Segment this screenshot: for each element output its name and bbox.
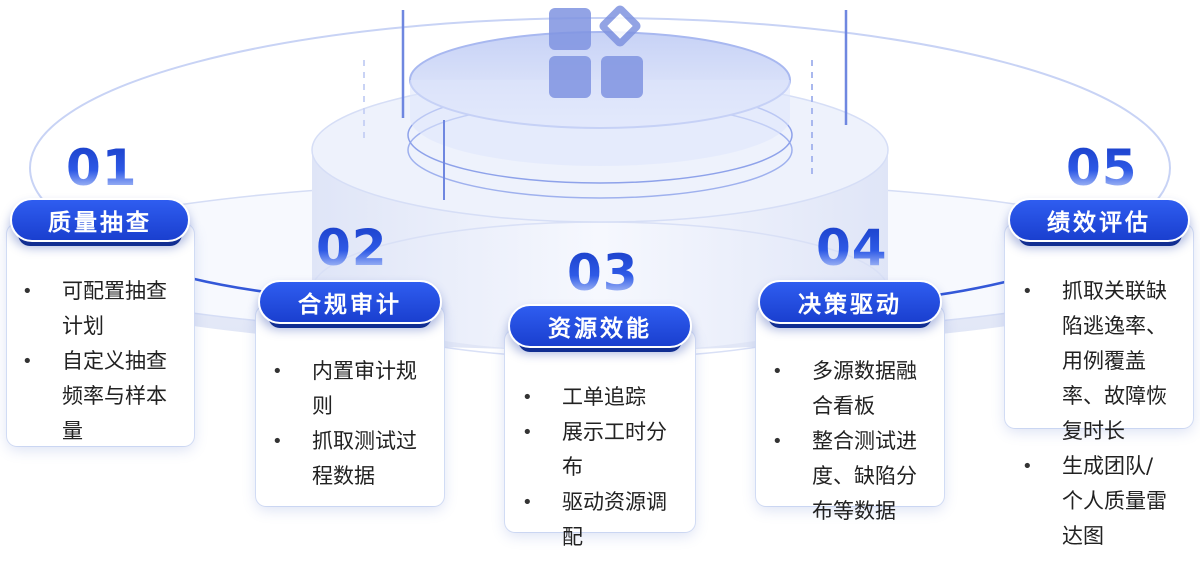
step-title-pill-04: 决策驱动 [758,280,942,324]
logo-square-bottom-right [601,56,643,98]
step-number-03: 03 [567,244,639,302]
step-bullets-04: 多源数据融合看板 整合测试进度、缺陷分布等数据 [772,354,922,529]
step-title-02: 合规审计 [298,292,402,318]
step-number-04: 04 [816,219,888,277]
step-title-pill-05: 绩效评估 [1008,198,1190,242]
logo-square-bottom-left [549,56,591,98]
step-bullets-01: 可配置抽查计划 自定义抽查频率与样本量 [22,274,174,449]
floating-disc-side [410,80,790,166]
step-number-01: 01 [66,139,138,197]
step-title-03: 资源效能 [548,316,652,342]
bullet-02-2: 抓取测试过程数据 [272,424,422,494]
logo-square-top-left [549,8,591,50]
bullet-03-3: 驱动资源调配 [522,485,672,555]
bullet-05-1: 抓取关联缺陷逃逸率、用例覆盖率、故障恢复时长 [1022,274,1172,449]
step-title-pill-03: 资源效能 [508,304,692,348]
step-number-02: 02 [316,219,388,277]
step-title-04: 决策驱动 [798,292,902,318]
bullet-03-2: 展示工时分布 [522,415,672,485]
step-title-05: 绩效评估 [1047,210,1151,236]
bullet-01-2: 自定义抽查频率与样本量 [22,344,174,449]
step-title-01: 质量抽查 [48,210,152,236]
bullet-04-1: 多源数据融合看板 [772,354,922,424]
step-title-pill-02: 合规审计 [258,280,442,324]
bullet-03-1: 工单追踪 [522,380,672,415]
step-bullets-03: 工单追踪 展示工时分布 驱动资源调配 [522,380,672,555]
bullet-04-2: 整合测试进度、缺陷分布等数据 [772,424,922,529]
bullet-01-1: 可配置抽查计划 [22,274,174,344]
step-title-pill-01: 质量抽查 [10,198,190,242]
step-bullets-05: 抓取关联缺陷逃逸率、用例覆盖率、故障恢复时长 生成团队/个人质量雷达图 [1022,274,1172,554]
bullet-05-2: 生成团队/个人质量雷达图 [1022,449,1172,554]
step-number-05: 05 [1066,139,1138,197]
step-bullets-02: 内置审计规则 抓取测试过程数据 [272,354,422,494]
bullet-02-1: 内置审计规则 [272,354,422,424]
